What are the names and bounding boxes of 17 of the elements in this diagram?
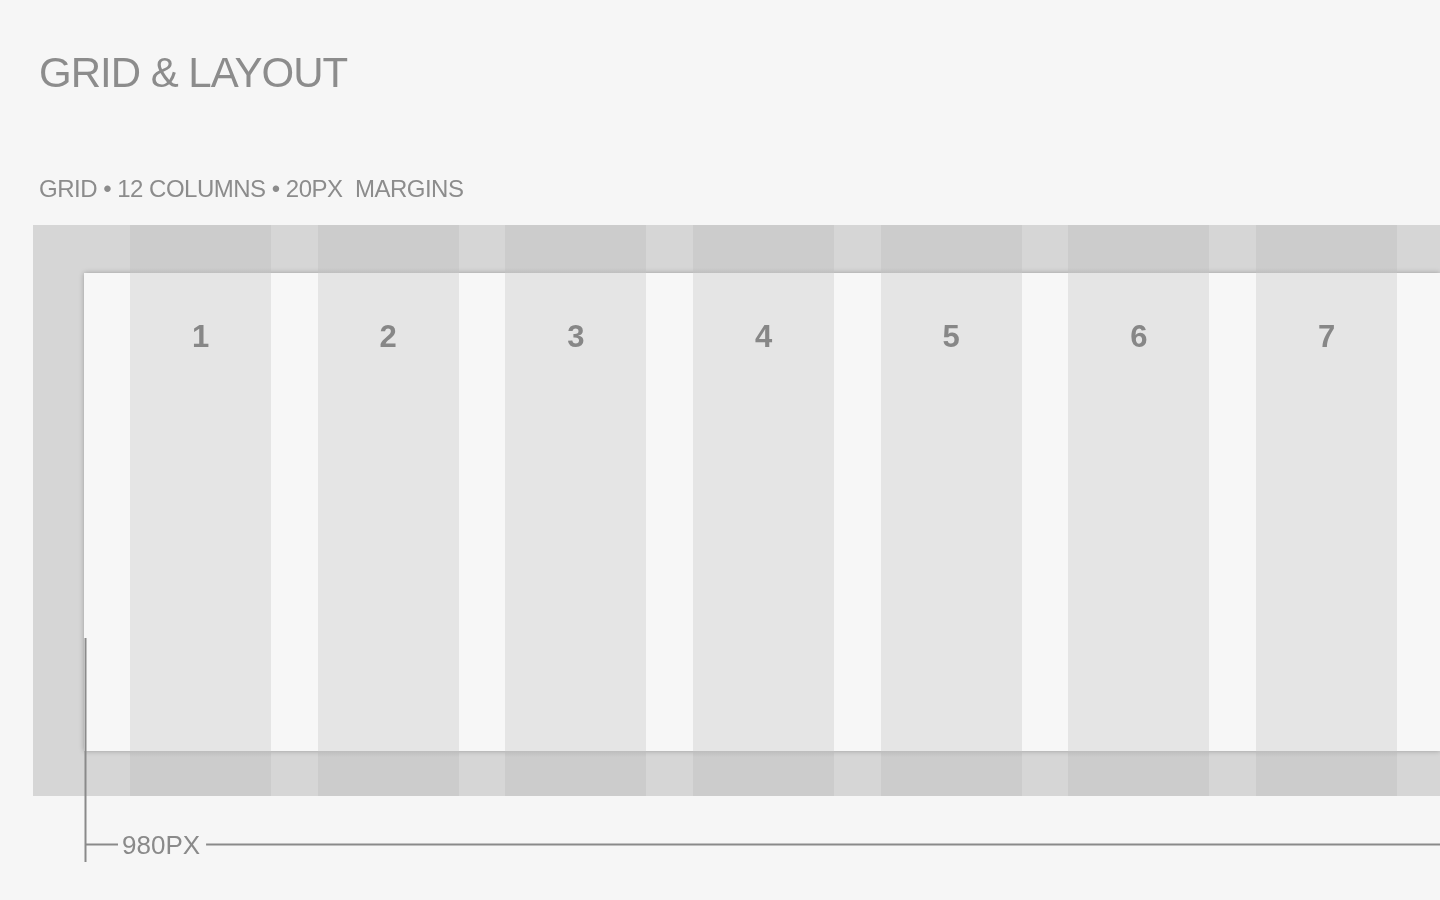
grid-column bbox=[693, 225, 834, 796]
column-number: 6 bbox=[1130, 321, 1148, 352]
column-number: 2 bbox=[379, 321, 397, 352]
grid-column bbox=[1068, 225, 1210, 796]
column-number: 4 bbox=[754, 321, 773, 352]
title: GRID & LAYOUT bbox=[39, 52, 348, 94]
dimension-label: 980PX bbox=[122, 832, 201, 858]
column-number: 7 bbox=[1317, 321, 1336, 352]
grid-column bbox=[130, 225, 271, 796]
column-number: 1 bbox=[191, 321, 210, 352]
grid-column bbox=[1256, 225, 1397, 796]
subtitle: GRID • 12 COLUMNS • 20PX MARGINS bbox=[39, 177, 464, 201]
column-number: 5 bbox=[942, 321, 960, 352]
grid-column bbox=[880, 225, 1022, 796]
column-number: 3 bbox=[567, 321, 585, 352]
grid-column bbox=[317, 225, 459, 796]
grid-column bbox=[505, 225, 647, 796]
